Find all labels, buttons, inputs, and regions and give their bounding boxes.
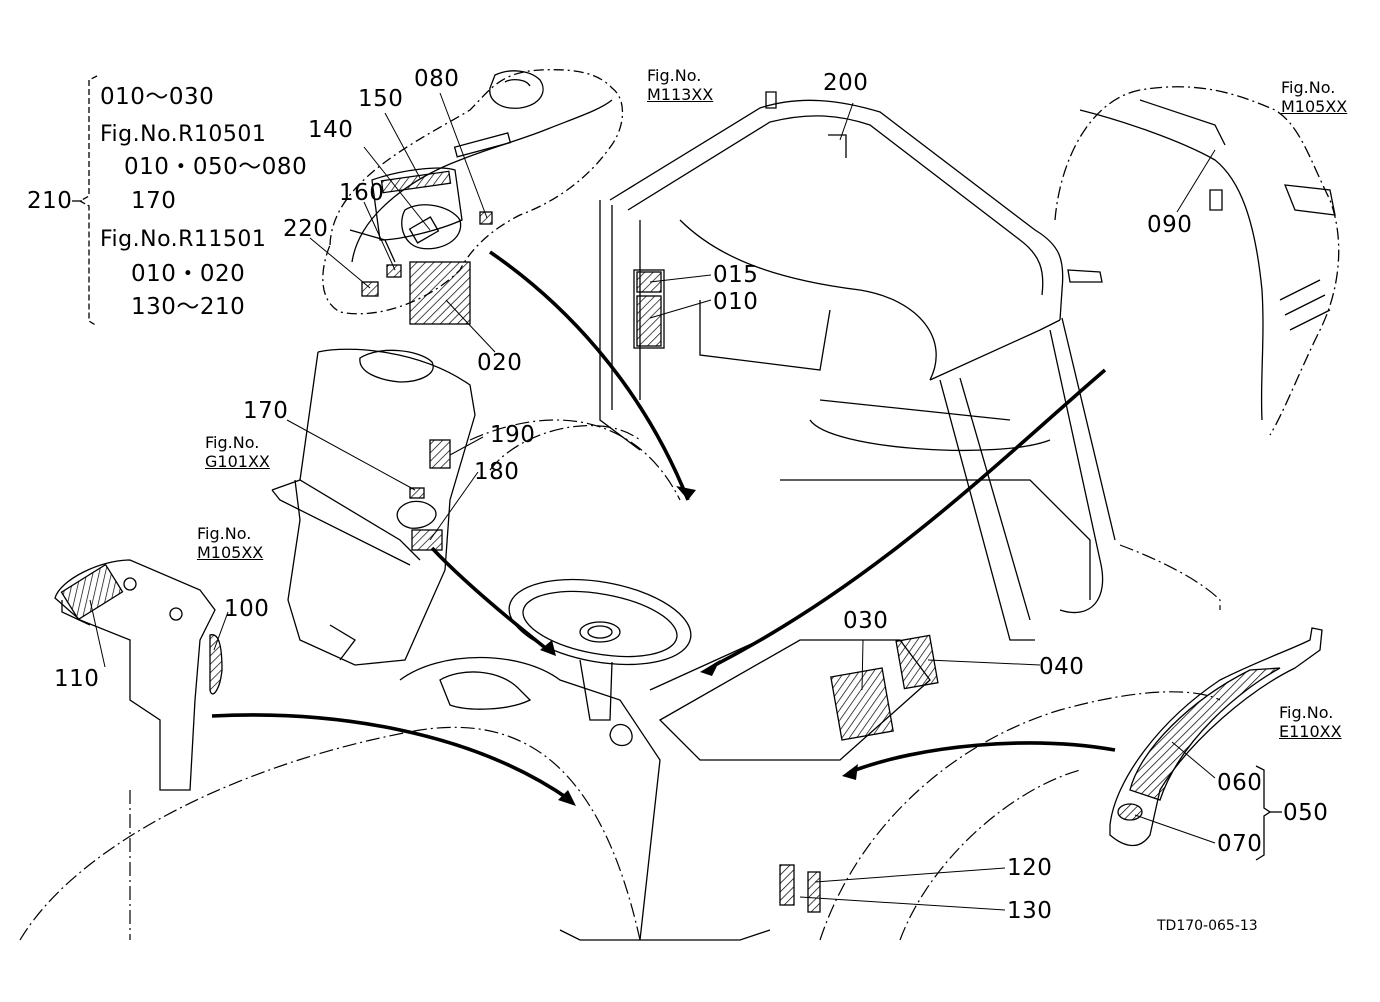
part-110-label[interactable]: 110 (54, 666, 100, 692)
part-010-label[interactable]: 010 (713, 289, 759, 315)
assembly-arrows (211, 250, 1116, 802)
group-line-1: 010～030 (100, 84, 215, 110)
part-040-label[interactable]: 040 (1039, 654, 1085, 680)
part-150-label[interactable]: 150 (358, 86, 404, 112)
fender-arches (19, 419, 1221, 941)
group-line-3: 010・050～080 (124, 154, 308, 180)
fig-ref-code: G101XX (205, 452, 270, 471)
part-080-label[interactable]: 080 (414, 66, 460, 92)
part-030-label[interactable]: 030 (843, 608, 889, 634)
part-060-label[interactable]: 060 (1217, 770, 1263, 796)
fig-ref-code: M105XX (1281, 97, 1348, 116)
fig-ref-caption: Fig.No. (647, 66, 702, 85)
part-200-label[interactable]: 200 (823, 70, 869, 96)
fig-ref-caption: Fig.No. (197, 524, 252, 543)
fig-ref-m113[interactable]: Fig.No. M113XX (647, 66, 713, 104)
part-130-label[interactable]: 130 (1007, 898, 1053, 924)
fig-ref-m105-left[interactable]: Fig.No. M105XX (197, 524, 263, 562)
drawing-code: TD170-065-13 (1157, 918, 1258, 934)
part-220-label[interactable]: 220 (283, 216, 329, 242)
leader-lines (89, 92, 1216, 911)
part-190-label[interactable]: 190 (490, 422, 536, 448)
fig-ref-code: E110XX (1279, 722, 1342, 741)
part-160-label[interactable]: 160 (339, 180, 385, 206)
instrument-panel (322, 69, 624, 325)
part-050-label[interactable]: 050 (1283, 800, 1329, 826)
fig-ref-caption: Fig.No. (205, 433, 260, 452)
left-fender-cover (54, 559, 223, 791)
part-100-label[interactable]: 100 (224, 596, 270, 622)
fig-ref-code: M113XX (647, 85, 714, 104)
group-line-2: Fig.No.R10501 (100, 122, 267, 147)
fig-ref-e110[interactable]: Fig.No. E110XX (1279, 703, 1342, 741)
group-line-7: 130～210 (131, 294, 246, 320)
fig-ref-m105-right[interactable]: Fig.No. M105XX (1281, 78, 1347, 116)
part-180-label[interactable]: 180 (474, 459, 520, 485)
part-090-label[interactable]: 090 (1147, 212, 1193, 238)
part-020-label[interactable]: 020 (477, 350, 523, 376)
fig-ref-g101[interactable]: Fig.No. G101XX (205, 433, 270, 471)
steering-and-floor (399, 578, 939, 941)
brackets (72, 75, 1282, 861)
group-line-5: Fig.No.R11501 (100, 227, 267, 252)
right-cover (1054, 86, 1340, 436)
part-070-label[interactable]: 070 (1217, 831, 1263, 857)
part-210-label[interactable]: 210 (27, 188, 73, 214)
group-line-4: 170 (131, 188, 177, 214)
step-cover (1109, 627, 1323, 847)
part-015-label[interactable]: 015 (713, 262, 759, 288)
part-140-label[interactable]: 140 (308, 117, 354, 143)
fig-ref-caption: Fig.No. (1281, 78, 1336, 97)
left-console (271, 348, 476, 666)
assembly-arrowheads (540, 486, 858, 806)
cab-frame (599, 91, 1116, 641)
part-120-label[interactable]: 120 (1007, 855, 1053, 881)
group-line-6: 010・020 (131, 261, 246, 287)
fig-ref-code: M105XX (197, 543, 264, 562)
fig-ref-caption: Fig.No. (1279, 703, 1334, 722)
part-170-label[interactable]: 170 (243, 398, 289, 424)
